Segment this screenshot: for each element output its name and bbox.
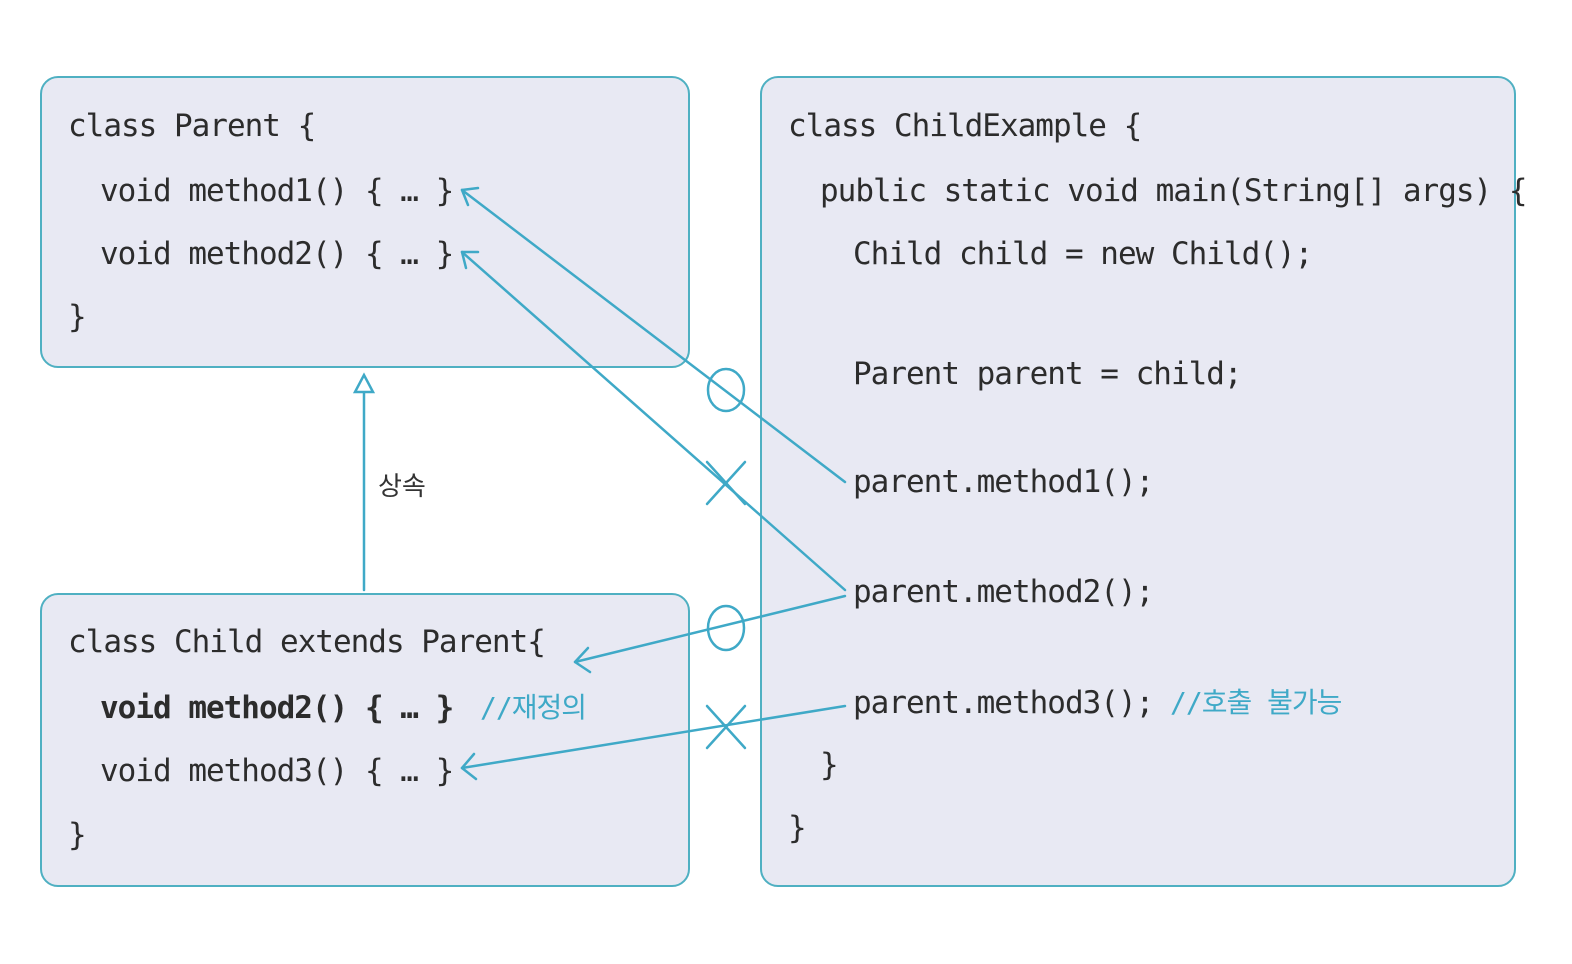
parent-declaration: Parent parent = child;	[853, 356, 1243, 392]
example-class-close: }	[788, 810, 807, 846]
child-class-close: }	[68, 817, 87, 853]
child-method2-override: void method2() { … }	[100, 690, 454, 726]
parent-method1: void method1() { … }	[100, 173, 454, 209]
call-method3: parent.method3();	[853, 685, 1154, 721]
child-declaration: Child child = new Child();	[853, 236, 1313, 272]
blocked-mark-call2-parent	[705, 460, 747, 506]
allowed-mark-call1	[706, 367, 746, 413]
example-class-header: class ChildExample {	[788, 108, 1142, 144]
not-callable-comment: //호출 불가능	[1170, 686, 1342, 719]
main-method-close: }	[820, 747, 839, 783]
inheritance-arrowhead	[352, 372, 376, 394]
main-method-header: public static void main(String[] args) {	[820, 173, 1528, 209]
call-method2: parent.method2();	[853, 574, 1154, 610]
child-method3: void method3() { … }	[100, 753, 454, 789]
blocked-mark-call3	[705, 704, 747, 750]
child-class-header: class Child extends Parent{	[68, 624, 546, 660]
parent-class-header: class Parent {	[68, 108, 316, 144]
call-method1: parent.method1();	[853, 464, 1154, 500]
parent-method2: void method2() { … }	[100, 236, 454, 272]
parent-class-close: }	[68, 299, 87, 335]
inheritance-label: 상속	[378, 472, 426, 502]
allowed-mark-call2	[706, 604, 746, 652]
override-comment: //재정의	[480, 691, 587, 724]
child-example-box	[760, 76, 1516, 887]
